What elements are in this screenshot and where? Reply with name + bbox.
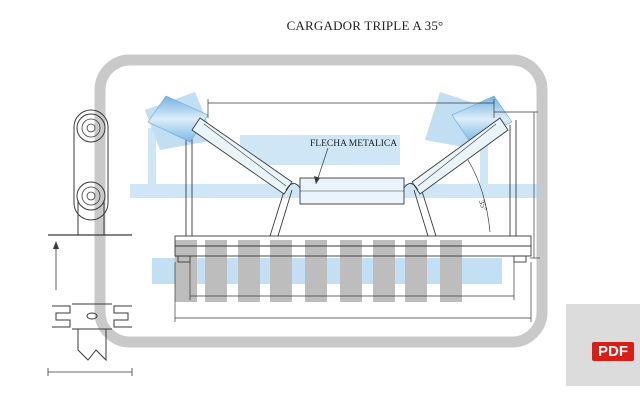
top-dimension-line: [207, 99, 495, 118]
pdf-download[interactable]: PDF: [566, 304, 640, 386]
side-view: [48, 109, 132, 290]
left-wing-roller: [147, 95, 293, 195]
right-wing-roller: [411, 95, 513, 195]
outer-frame: [94, 54, 548, 348]
right-dimension-line: [494, 111, 540, 259]
callout: FLECHA METALICA: [310, 139, 397, 185]
angle-arc: [467, 159, 491, 233]
callout-label: FLECHA METALICA: [310, 139, 397, 149]
pulley-icon: [76, 181, 106, 211]
page-title: CARGADOR TRIPLE A 35°: [286, 18, 444, 33]
bottom-dimension-line: [174, 262, 532, 322]
base-frame: [174, 120, 532, 263]
center-roller: [285, 177, 419, 205]
angle-label: 35°: [477, 199, 489, 213]
pulley-icon: [76, 113, 106, 143]
pdf-file-icon[interactable]: PDF: [592, 342, 634, 361]
profile-section: [47, 303, 133, 376]
gray-support-bars: [175, 240, 462, 302]
